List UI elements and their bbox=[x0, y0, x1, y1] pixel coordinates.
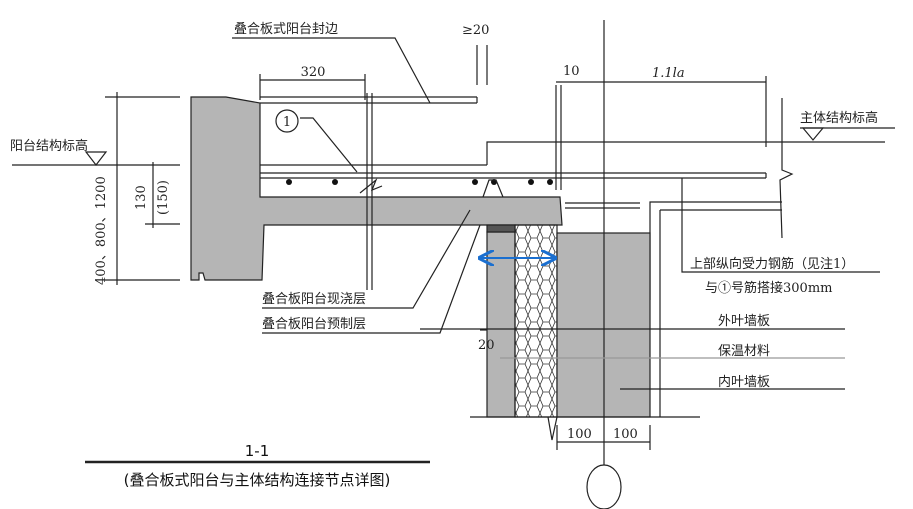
label-top-rebar-1: 上部纵向受力钢筋（见注1） bbox=[690, 256, 854, 272]
dim-130: 130 bbox=[134, 185, 149, 210]
dim-lap: 1.1la bbox=[652, 66, 685, 81]
rebar-mark bbox=[275, 109, 299, 133]
label-insulation: 保温材料 bbox=[718, 344, 770, 359]
dim-10: 10 bbox=[563, 64, 580, 79]
label-cast-layer: 叠合板阳台现浇层 bbox=[262, 292, 366, 307]
insulation bbox=[514, 224, 558, 418]
label-balcony-level: 阳台结构标高 bbox=[10, 138, 88, 154]
label-outer-leaf: 外叶墙板 bbox=[718, 314, 770, 329]
label-main-level: 主体结构标高 bbox=[800, 110, 878, 126]
label-inner-leaf: 内叶墙板 bbox=[718, 374, 770, 390]
dim-320: 320 bbox=[301, 65, 326, 80]
label-top-rebar-2: 与①号筋搭接300mm bbox=[705, 280, 832, 296]
caption: (叠合板式阳台与主体结构连接节点详图) bbox=[124, 471, 391, 489]
dim-150: (150) bbox=[156, 180, 171, 215]
label-precast-layer: 叠合板阳台预制层 bbox=[262, 317, 366, 332]
label-edge-seal: 叠合板式阳台封边 bbox=[234, 22, 338, 37]
dim-height: 400、800、1200 bbox=[94, 176, 109, 285]
dim-20: 20 bbox=[478, 338, 495, 353]
section-title: 1-1 bbox=[245, 442, 270, 460]
dim-100-a: 100 bbox=[567, 427, 592, 442]
dim-ge20: ≥20 bbox=[462, 23, 489, 38]
rebar-mark-label: 1 bbox=[283, 115, 291, 130]
parapet bbox=[190, 96, 563, 281]
dim-100-b: 100 bbox=[613, 427, 638, 442]
outer-leaf bbox=[486, 231, 516, 418]
axis-bubble bbox=[586, 464, 622, 509]
